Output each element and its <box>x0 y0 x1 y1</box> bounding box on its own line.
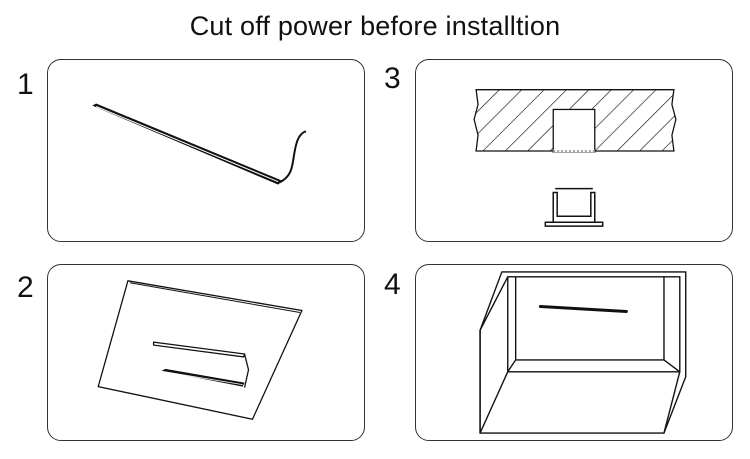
recessed-groove-illustration <box>473 89 677 227</box>
step-number-3: 3 <box>384 62 401 95</box>
step-panel-2 <box>47 264 365 441</box>
mounting-surface <box>97 280 303 420</box>
profile-on-surface-illustration <box>97 280 303 420</box>
led-strip <box>161 368 245 387</box>
step-panel-4 <box>415 264 733 441</box>
led-strip-with-cable-illustration <box>92 103 307 185</box>
step-panel-3 <box>415 59 733 242</box>
groove-cutout <box>552 108 596 153</box>
step-number-2: 2 <box>17 271 34 304</box>
led-strip <box>538 305 628 313</box>
aluminium-profile <box>544 187 604 227</box>
step-number-1: 1 <box>17 68 34 101</box>
step-number-4: 4 <box>384 268 401 301</box>
step-panel-1 <box>47 59 365 242</box>
profile-in-box-illustration <box>479 271 687 434</box>
profile-channel <box>152 341 246 358</box>
power-cable <box>278 130 307 184</box>
page-title: Cut off power before installtion <box>189 11 561 41</box>
open-box <box>479 271 687 434</box>
